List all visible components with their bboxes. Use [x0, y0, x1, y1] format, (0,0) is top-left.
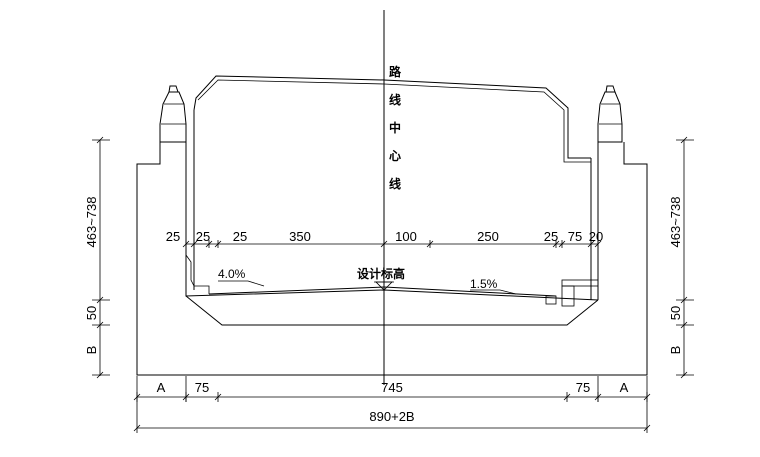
dim-label: A	[157, 380, 166, 395]
dim-label: 350	[289, 229, 311, 244]
centerline-label: 路 线 中 心 线	[389, 64, 402, 191]
dim-label: 50	[84, 306, 99, 320]
dim-label: 463~738	[668, 197, 683, 248]
dim-label: B	[84, 346, 99, 355]
dim-label: 250	[477, 229, 499, 244]
dim-label: 463~738	[84, 197, 99, 248]
dim-label: 75	[195, 380, 209, 395]
dim-label: 25	[196, 229, 210, 244]
right-parapet	[597, 85, 623, 143]
deck-slab	[185, 254, 599, 326]
dim-label: B	[668, 346, 683, 355]
right-curb	[545, 279, 599, 307]
bottom-dimension-row-2: 890+2B	[133, 409, 651, 432]
design-elevation-marker: 设计标高	[357, 266, 405, 291]
top-dimension-line: 25 25 25 350 100 250 25 75 20	[166, 229, 603, 248]
dim-label: 20	[589, 229, 603, 244]
dim-label: 75	[568, 229, 582, 244]
centerline-char: 线	[389, 92, 401, 107]
centerline-char: 中	[389, 120, 401, 135]
dim-label: 25	[166, 229, 180, 244]
bottom-dimension-row-1: A 75 745 75 A	[133, 376, 651, 433]
left-side-dimension: 463~738 50 B	[84, 136, 110, 379]
centerline-char: 心	[389, 149, 401, 163]
dim-label: A	[620, 380, 629, 395]
slope-right-label: 1.5%	[470, 277, 498, 291]
left-parapet	[159, 85, 187, 143]
dim-label: 25	[544, 229, 558, 244]
dim-label: 100	[395, 229, 417, 244]
centerline-char: 线	[389, 176, 401, 191]
slope-annotations: 4.0% 1.5%	[218, 267, 517, 295]
slope-left-label: 4.0%	[218, 267, 246, 281]
centerline-char: 路	[389, 64, 402, 79]
dim-label: 745	[381, 380, 403, 395]
dim-label: 25	[233, 229, 247, 244]
foundation-outline	[136, 142, 648, 376]
dim-label: 50	[668, 306, 683, 320]
right-side-dimension: 463~738 50 B	[668, 136, 694, 379]
design-elevation-label: 设计标高	[357, 266, 405, 281]
inner-walls	[185, 110, 599, 300]
upper-box-outline	[193, 75, 591, 163]
dim-label: 75	[576, 380, 590, 395]
dim-label: 890+2B	[369, 409, 414, 424]
